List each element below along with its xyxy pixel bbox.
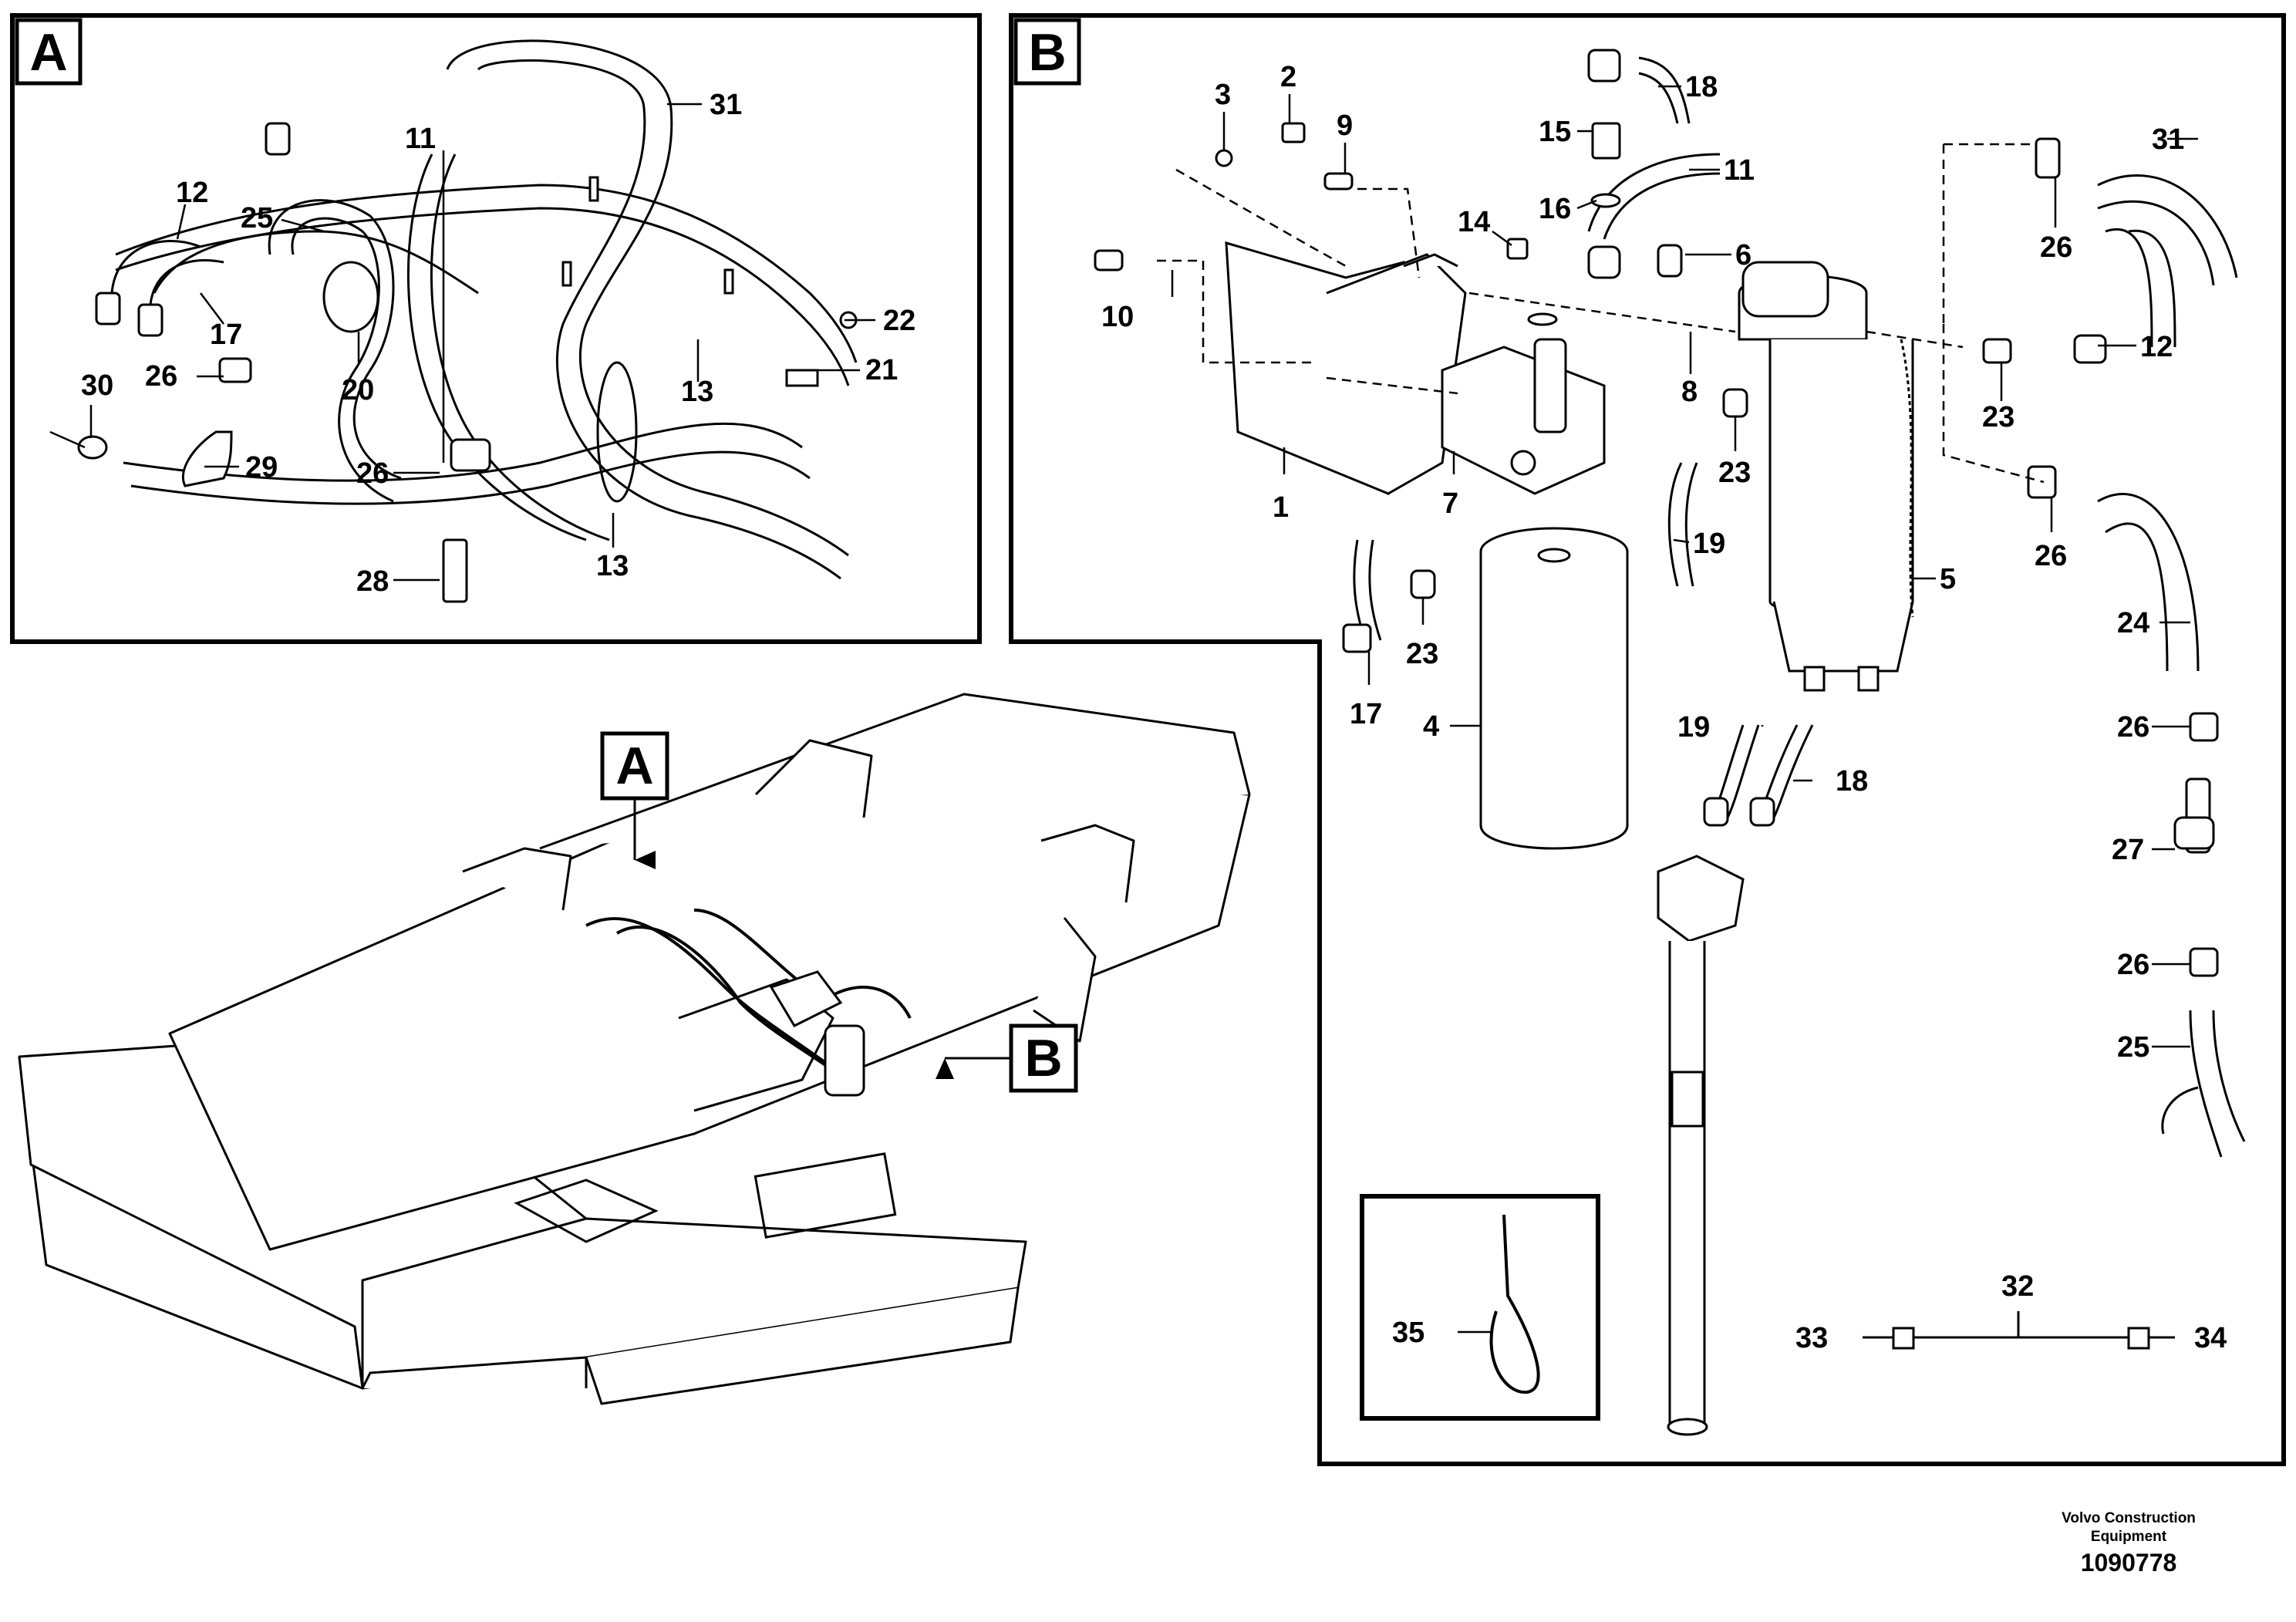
- callout-b-27: 27: [2112, 834, 2144, 866]
- callout-b-3: 3: [1215, 79, 1231, 111]
- callout-a-30: 30: [81, 369, 113, 402]
- callout-b-18: 18: [1685, 71, 1718, 103]
- panel-b-frame: [1009, 13, 2286, 1466]
- filter-4: [1479, 527, 1629, 850]
- panel-b: B: [1009, 13, 2286, 1466]
- callout-b-18b: 18: [1836, 765, 1868, 798]
- callout-b-26c: 26: [2117, 711, 2149, 744]
- inset-35: [1360, 1194, 1600, 1421]
- callout-b-14: 14: [1458, 206, 1490, 238]
- ref-a-letter: A: [615, 737, 653, 795]
- ref-b-letter: B: [1024, 1029, 1062, 1088]
- callout-b-7: 7: [1442, 487, 1458, 520]
- callout-b-33: 33: [1795, 1322, 1828, 1354]
- fittings-a: [77, 122, 858, 603]
- callout-b-26b: 26: [2035, 540, 2067, 572]
- callout-b-19b: 19: [1677, 711, 1710, 744]
- bracket-1: [1225, 241, 1467, 496]
- overview-ref-b: B: [936, 1023, 1078, 1093]
- callout-b-34: 34: [2194, 1322, 2227, 1354]
- dashed-lines-b: [1157, 143, 2045, 484]
- callout-a-22: 22: [883, 305, 915, 337]
- pump-assembly: [514, 970, 897, 1243]
- callout-a-28: 28: [356, 565, 389, 598]
- callout-b-1: 1: [1273, 491, 1289, 524]
- callout-b-25: 25: [2117, 1031, 2149, 1064]
- callout-b-26: 26: [2040, 231, 2072, 264]
- callout-b-4: 4: [1423, 710, 1439, 743]
- callout-b-11: 11: [1724, 154, 1755, 187]
- hoses-b: [1353, 56, 2246, 1158]
- panel-b-badge: [1013, 18, 1081, 86]
- callout-b-2: 2: [1280, 61, 1296, 93]
- callout-b-23c: 23: [1406, 638, 1438, 670]
- callout-a-25: 25: [241, 202, 273, 234]
- callout-b-16: 16: [1539, 193, 1571, 225]
- callout-a-29: 29: [245, 451, 278, 484]
- callout-a-11: 11: [405, 123, 436, 155]
- callout-b-12: 12: [2140, 331, 2173, 363]
- fittings-b: [1094, 49, 2219, 977]
- sender-unit: [1657, 855, 1745, 1436]
- callout-b-17: 17: [1350, 698, 1382, 730]
- panel-a-badge: [15, 18, 83, 86]
- callout-a-17: 17: [210, 319, 242, 351]
- callout-b-15: 15: [1539, 116, 1571, 148]
- callout-b-24: 24: [2117, 607, 2149, 639]
- credit-company-line2: Equipment: [2090, 1529, 2167, 1545]
- callouts-b: 18 2 3 9 15 11 16 14 6 31 10 26 8 12 23 …: [1101, 61, 2227, 1354]
- callout-b-23: 23: [1982, 401, 2014, 433]
- machine-frame: [18, 693, 1251, 1405]
- leaders-b: [1171, 85, 2198, 1048]
- callout-b-23b: 23: [1718, 457, 1751, 489]
- document-number: 1090778: [2080, 1549, 2177, 1576]
- callout-b-6: 6: [1735, 239, 1752, 271]
- callout-b-10: 10: [1101, 301, 1134, 333]
- callout-a-21: 21: [865, 354, 898, 386]
- credit-company-line1: Volvo Construction: [2062, 1510, 2196, 1526]
- cable-tie: [1489, 1214, 1540, 1394]
- filter-head-7: [1441, 338, 1606, 495]
- panel-a-frame: [10, 13, 982, 644]
- panel-a: A: [10, 13, 982, 644]
- callouts-a: 31 11 12 25 17 22 21 26 20 13 30 29 26 1…: [81, 89, 915, 598]
- separator-5: [1738, 261, 1914, 692]
- callout-a-20: 20: [342, 374, 374, 406]
- overview-ref-a: A: [600, 731, 669, 869]
- callout-a-13: 13: [681, 376, 713, 408]
- callout-b-32: 32: [2001, 1270, 2034, 1303]
- ref-a-box: [600, 731, 669, 801]
- leaders-a: [49, 103, 875, 582]
- callout-b-31: 31: [2152, 123, 2184, 156]
- hose-bundle-a: [115, 39, 858, 580]
- panel-a-letter: A: [29, 23, 67, 82]
- callout-a-13b: 13: [596, 550, 629, 582]
- callout-a-26: 26: [145, 360, 177, 393]
- callout-a-26b: 26: [356, 457, 389, 490]
- wiring-32: [1863, 1311, 2175, 1350]
- inset-35-frame: [1360, 1194, 1600, 1421]
- callout-b-19: 19: [1693, 528, 1725, 560]
- panel-b-letter: B: [1028, 23, 1066, 82]
- callout-b-9: 9: [1337, 110, 1353, 142]
- callout-b-35: 35: [1392, 1317, 1424, 1349]
- overview-frame: A B: [18, 693, 1251, 1405]
- callout-a-31: 31: [710, 89, 742, 121]
- callout-b-8: 8: [1681, 376, 1698, 408]
- callout-a-12: 12: [176, 177, 208, 209]
- callout-b-5: 5: [1940, 563, 1956, 595]
- ref-b-box: [1009, 1023, 1078, 1093]
- callout-b-26d: 26: [2117, 949, 2149, 981]
